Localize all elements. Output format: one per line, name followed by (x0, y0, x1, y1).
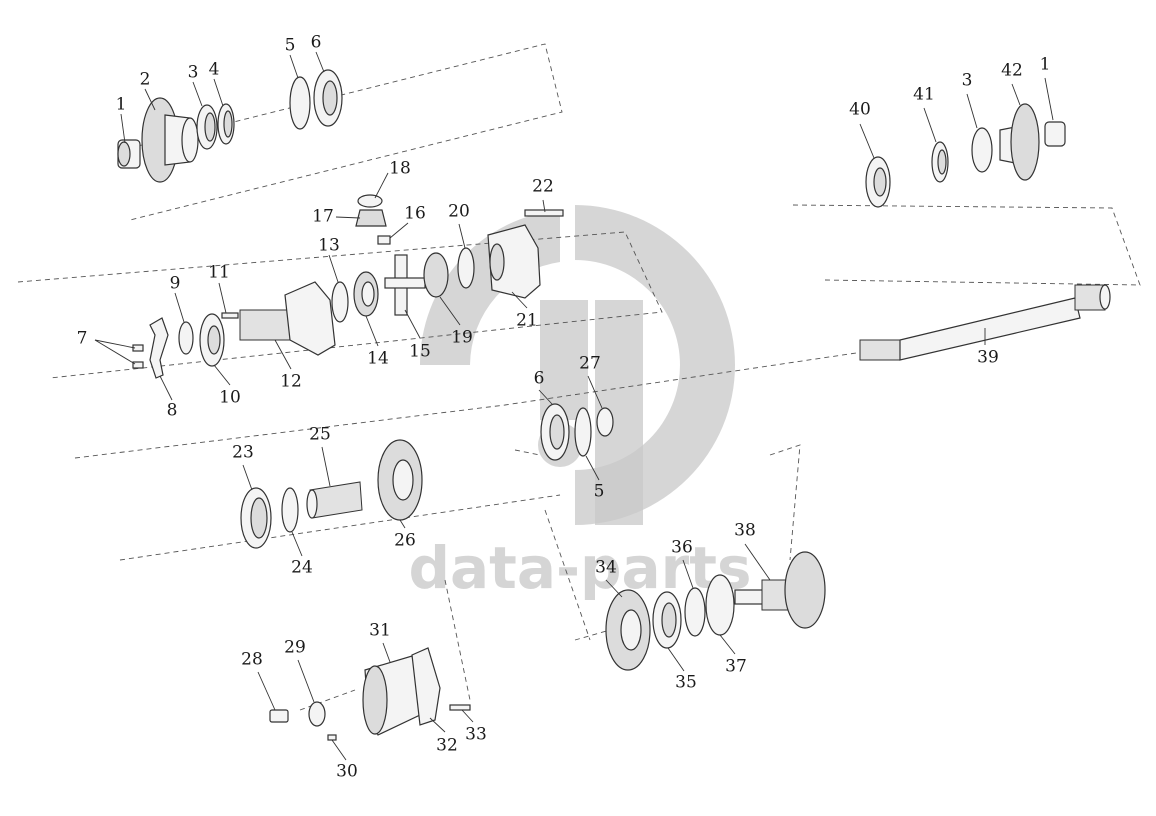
callout-34: 34 (595, 558, 617, 578)
part-5-snap-ring-top (289, 76, 311, 130)
callout-38: 38 (734, 521, 756, 541)
part-3-ring-left (196, 104, 218, 150)
callout-13: 13 (318, 236, 340, 256)
part-2-flange-left (141, 97, 199, 183)
callout-23: 23 (232, 443, 254, 463)
callout-29: 29 (284, 638, 306, 658)
callout-25: 25 (309, 425, 331, 445)
callout-3-right: 3 (962, 71, 973, 91)
callout-37: 37 (725, 657, 747, 677)
part-39-axle-shaft (859, 284, 1111, 361)
callout-31: 31 (369, 621, 391, 641)
callout-18: 18 (389, 159, 411, 179)
part-33-stud (449, 704, 471, 711)
part-13-washer (331, 281, 349, 323)
part-10-sleeve (199, 313, 225, 367)
part-38-pinion-shaft (734, 551, 826, 629)
part-11-pin (221, 312, 239, 319)
part-40-bearing (865, 156, 891, 208)
part-27-nut (596, 407, 614, 437)
callout-28: 28 (241, 650, 263, 670)
callout-36: 36 (671, 538, 693, 558)
callout-17: 17 (312, 207, 334, 227)
part-37-washer (705, 574, 735, 636)
callout-6-mid: 6 (534, 369, 545, 389)
callout-11: 11 (208, 263, 230, 283)
callout-40: 40 (849, 100, 871, 120)
part-25-shaft (306, 481, 363, 519)
callout-33: 33 (465, 725, 487, 745)
callout-1-left: 1 (116, 95, 127, 115)
callout-27: 27 (579, 354, 601, 374)
part-26-gear (377, 439, 423, 521)
part-29-plate (308, 701, 326, 727)
callout-30: 30 (336, 762, 358, 782)
part-5-snap-ring-mid (574, 407, 592, 457)
leader-lines (94, 51, 1054, 761)
callout-32: 32 (436, 736, 458, 756)
callout-3-left: 3 (188, 63, 199, 83)
callout-6-top: 6 (311, 33, 322, 53)
part-12-diff-housing (239, 281, 336, 356)
part-21-diff-case (487, 224, 541, 299)
callout-8: 8 (167, 401, 178, 421)
part-35-bearing (652, 591, 682, 649)
part-19-side-gear (423, 252, 449, 298)
callout-15: 15 (409, 342, 431, 362)
callout-21: 21 (516, 311, 538, 331)
part-1-nut-left (117, 139, 141, 169)
callout-26: 26 (394, 531, 416, 551)
part-28-bolt (269, 709, 289, 723)
part-22-bolt (524, 209, 564, 217)
part-36-shim (684, 587, 706, 637)
part-15-cross-shaft (384, 254, 426, 316)
callout-2: 2 (140, 70, 151, 90)
part-7-pins (132, 344, 144, 369)
callout-35: 35 (675, 673, 697, 693)
callout-5-mid: 5 (594, 482, 605, 502)
callout-20: 20 (448, 202, 470, 222)
part-32-gasket (411, 647, 441, 726)
part-42-flange-right (999, 103, 1040, 181)
part-3-ring-right (971, 127, 993, 173)
part-24-snap-ring (281, 487, 299, 533)
part-6-bearing-top (313, 69, 343, 127)
part-30-pin (327, 734, 337, 741)
callout-22: 22 (532, 177, 554, 197)
part-31-housing (362, 655, 421, 736)
part-1-nut-right (1044, 121, 1066, 147)
part-20-washer (457, 247, 475, 289)
callout-14: 14 (367, 349, 389, 369)
callout-39: 39 (977, 348, 999, 368)
callout-42: 42 (1001, 61, 1023, 81)
part-6-bearing-mid (540, 403, 570, 461)
callout-7: 7 (77, 329, 88, 349)
part-8-shift-fork (149, 317, 169, 379)
callout-41: 41 (913, 85, 935, 105)
part-23-bearing-cup (240, 487, 272, 549)
callout-12: 12 (280, 372, 302, 392)
part-9-washer (178, 321, 194, 355)
callout-4: 4 (209, 60, 220, 80)
callout-1-right: 1 (1040, 55, 1051, 75)
callout-19: 19 (451, 328, 473, 348)
part-18-thrust-washer (357, 194, 383, 208)
callout-9: 9 (170, 274, 181, 294)
part-41-seal (931, 141, 949, 183)
part-17-pinion-gear (355, 209, 387, 227)
callout-5-top: 5 (285, 36, 296, 56)
callout-10: 10 (219, 388, 241, 408)
callout-24: 24 (291, 558, 313, 578)
part-4-seal (217, 103, 235, 145)
part-34-gear (605, 589, 651, 671)
part-14-side-gear (353, 271, 379, 317)
callout-16: 16 (404, 204, 426, 224)
callout-labels: 1 2 3 4 5 6 7 8 9 10 11 12 13 14 15 16 1… (77, 33, 1051, 782)
part-16-pinion-pin (377, 235, 391, 245)
